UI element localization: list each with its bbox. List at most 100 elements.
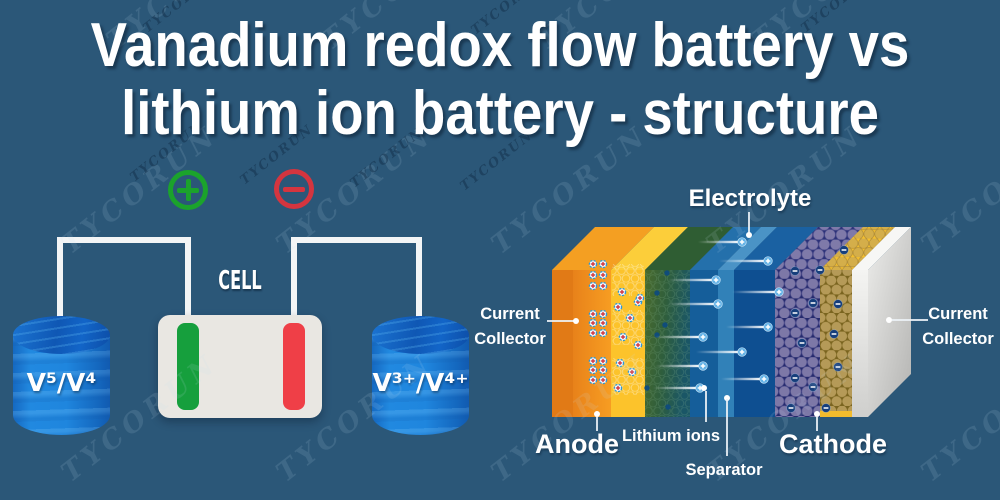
cathode-leader-line bbox=[816, 417, 818, 431]
separator-leader-dot bbox=[724, 395, 730, 401]
electrolyte-tank-right: V³⁺/V⁴⁺ bbox=[372, 316, 469, 437]
negative-ion-icon bbox=[839, 245, 849, 255]
moving-lithium-ion-icon bbox=[698, 237, 747, 247]
lithium-ion-plus-icon bbox=[627, 367, 637, 377]
electrolyte-tank-left: V⁵/V⁴ bbox=[13, 316, 110, 437]
negative-ion-icon bbox=[829, 329, 839, 339]
current-collector-right-label: Current Collector bbox=[906, 302, 1000, 352]
cathode-negative-ions bbox=[786, 245, 849, 413]
tank-left-label: V⁵/V⁴ bbox=[26, 368, 97, 397]
electrolyte-leader-dot bbox=[746, 232, 752, 238]
top-face-anode bbox=[611, 227, 688, 270]
pipe-left-horizontal bbox=[57, 237, 191, 243]
negative-ion-icon bbox=[790, 373, 800, 383]
pipe-left-tank-down bbox=[57, 237, 63, 320]
moving-lithium-ion-icon bbox=[732, 287, 784, 297]
current-collector-left-leader-dot bbox=[573, 318, 579, 324]
current-collector-left-label: Current Collector bbox=[458, 302, 562, 352]
lithium-ion-plus-icon bbox=[598, 318, 608, 328]
moving-lithium-ion-icon bbox=[696, 347, 747, 357]
negative-ion-icon bbox=[808, 382, 818, 392]
page-title: Vanadium redox flow battery vs lithium i… bbox=[0, 12, 1000, 148]
layer-anode-honeycomb bbox=[645, 270, 690, 417]
negative-electrode bbox=[177, 323, 199, 410]
separator-label: Separator bbox=[685, 461, 763, 479]
anode-leader-line bbox=[596, 417, 598, 431]
lithium-ions-leader-line bbox=[705, 391, 707, 422]
lithium-ion-plus-icon bbox=[598, 328, 608, 338]
moving-lithium-ions bbox=[653, 237, 784, 393]
current-collector-right-leader-dot bbox=[886, 317, 892, 323]
moving-lithium-ion-icon bbox=[655, 361, 708, 371]
moving-lithium-ion-icon bbox=[668, 299, 723, 309]
top-face-anode-material bbox=[645, 227, 733, 270]
anode-label: Anode bbox=[535, 429, 619, 459]
lithium-ion-plus-icon bbox=[598, 270, 608, 280]
negative-terminal-icon bbox=[274, 169, 314, 209]
layer-electrolyte bbox=[690, 270, 718, 417]
flow-cell bbox=[158, 315, 322, 418]
electrolyte-dot bbox=[654, 290, 660, 296]
lithium-ion-plus-icon bbox=[588, 281, 598, 291]
negative-ion-icon bbox=[790, 308, 800, 318]
lithium-ion-plus-icon bbox=[613, 383, 623, 393]
tank-top bbox=[13, 316, 110, 354]
cell-label: CELL bbox=[218, 266, 262, 296]
layer-collector-edge bbox=[552, 270, 573, 417]
current-collector-left-line1: Current bbox=[480, 305, 540, 323]
layer-cathode-base bbox=[820, 411, 852, 417]
electrolyte-dot bbox=[662, 322, 668, 328]
pipe-right-tank-down bbox=[416, 237, 422, 320]
lithium-ion-plus-icon bbox=[598, 356, 608, 366]
cathode-label: Cathode bbox=[779, 429, 887, 459]
top-face-cathode-honeycomb bbox=[820, 227, 895, 270]
layer-electrolyte-2 bbox=[734, 270, 775, 417]
lithium-ion-plus-icon bbox=[598, 309, 608, 319]
lithium-ion-plus-icon bbox=[588, 270, 598, 280]
minus-icon bbox=[283, 187, 305, 192]
negative-ion-icon bbox=[786, 403, 796, 413]
negative-ion-icon bbox=[797, 338, 807, 348]
tank-top bbox=[372, 316, 469, 354]
lithium-ions-label: Lithium ions bbox=[621, 427, 721, 445]
lithium-battery-3d-block bbox=[552, 227, 911, 417]
anode-honeycomb-patch bbox=[612, 264, 644, 296]
top-face-cathode-spheres bbox=[775, 227, 863, 270]
current-collector-right-line1: Current bbox=[928, 305, 988, 323]
electrolyte-leader-line bbox=[748, 212, 750, 234]
moving-lithium-ion-icon bbox=[719, 256, 773, 266]
moving-lithium-ion-icon bbox=[726, 322, 773, 332]
tank-right-label: V³⁺/V⁴⁺ bbox=[372, 368, 469, 397]
negative-ion-icon bbox=[833, 362, 843, 372]
lithium-ion-plus-icon bbox=[588, 259, 598, 269]
positive-terminal-icon bbox=[168, 170, 208, 210]
lithium-ion-plus-icon bbox=[588, 356, 598, 366]
lithium-ion-plus-icon bbox=[635, 293, 645, 303]
layer-cathode bbox=[820, 270, 852, 417]
lithium-ion-plus-icon bbox=[633, 340, 643, 350]
anode-leader-dot bbox=[594, 411, 600, 417]
negative-ion-icon bbox=[790, 266, 800, 276]
lithium-ion-plus-icon bbox=[598, 281, 608, 291]
plus-icon bbox=[186, 179, 191, 201]
top-face-separator bbox=[718, 227, 777, 270]
lithium-ion-plus-icon bbox=[598, 365, 608, 375]
lithium-ion-plus-icon bbox=[615, 358, 625, 368]
moving-lithium-ion-icon bbox=[721, 374, 769, 384]
lithium-ion-plus-icon bbox=[618, 332, 628, 342]
positive-electrode bbox=[283, 323, 305, 410]
title-line-2: lithium ion battery - structure bbox=[121, 79, 879, 148]
lithium-ion-plus-icon bbox=[598, 375, 608, 385]
electrolyte-dot bbox=[644, 385, 650, 391]
negative-ion-icon bbox=[808, 298, 818, 308]
top-face-electrolyte-2 bbox=[734, 227, 818, 270]
lithium-ion-plus-icon bbox=[588, 318, 598, 328]
moving-lithium-ion-icon bbox=[655, 332, 708, 342]
lithium-ion-plus-icon bbox=[588, 328, 598, 338]
electrolyte-dot bbox=[664, 270, 670, 276]
current-collector-left-line2: Collector bbox=[474, 330, 546, 348]
layer-separator bbox=[718, 270, 734, 417]
negative-ion-icon bbox=[833, 299, 843, 309]
lithium-ion-plus-icon bbox=[588, 375, 598, 385]
